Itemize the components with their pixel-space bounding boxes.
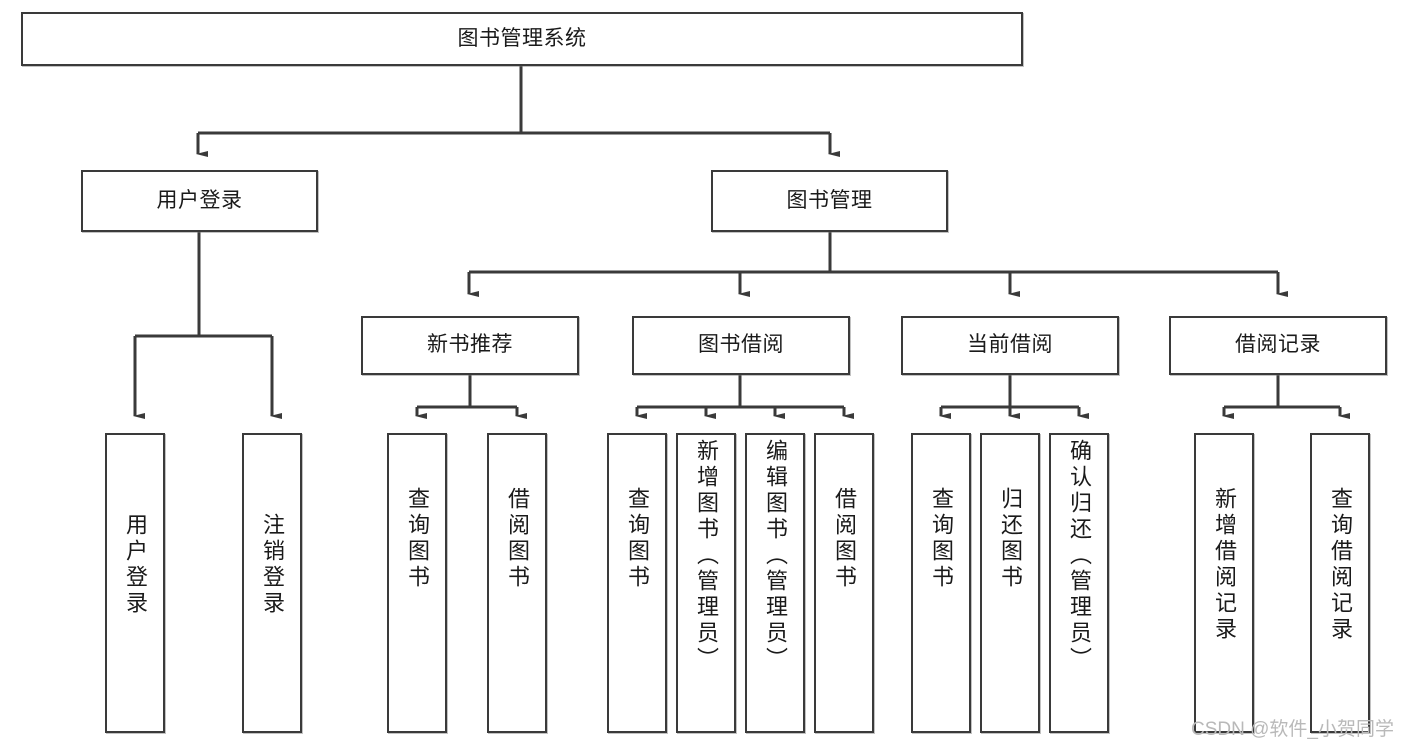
- node-label: 借阅图书: [832, 487, 857, 591]
- leaf-borrow-book-1[interactable]: 借阅图书: [487, 433, 547, 733]
- leaf-add-book[interactable]: 新增图书（管理员）: [676, 433, 736, 733]
- node-label: 借阅图书: [505, 487, 530, 591]
- node-label: 当前借阅: [967, 333, 1053, 357]
- leaf-logout-login[interactable]: 注销登录: [242, 433, 302, 733]
- node-label: 查询图书: [625, 487, 650, 591]
- node-label: 确认归还（管理员）: [1067, 439, 1092, 673]
- node-label: 归还图书: [998, 487, 1023, 591]
- leaf-query-book-2[interactable]: 查询图书: [607, 433, 667, 733]
- leaf-borrow-book-2[interactable]: 借阅图书: [814, 433, 874, 733]
- node-label: 图书借阅: [698, 333, 784, 357]
- node-label: 新增借阅记录: [1212, 487, 1237, 643]
- leaf-return-book[interactable]: 归还图书: [980, 433, 1040, 733]
- node-new-book-recommend[interactable]: 新书推荐: [361, 316, 579, 375]
- node-user-login[interactable]: 用户登录: [81, 170, 318, 232]
- leaf-confirm-return[interactable]: 确认归还（管理员）: [1049, 433, 1109, 733]
- leaf-edit-book[interactable]: 编辑图书（管理员）: [745, 433, 805, 733]
- node-label: 借阅记录: [1235, 333, 1321, 357]
- node-root-system[interactable]: 图书管理系统: [21, 12, 1023, 66]
- node-book-borrow[interactable]: 图书借阅: [632, 316, 850, 375]
- node-label: 图书管理: [786, 188, 873, 212]
- node-label: 新增图书（管理员）: [694, 439, 719, 673]
- leaf-user-login[interactable]: 用户登录: [105, 433, 165, 733]
- node-label: 用户登录: [123, 513, 148, 617]
- node-label: 查询图书: [929, 487, 954, 591]
- watermark: CSDN @软件_小贺同学: [1191, 719, 1394, 740]
- node-label: 用户登录: [156, 188, 243, 212]
- node-current-borrow[interactable]: 当前借阅: [901, 316, 1119, 375]
- node-label: 新书推荐: [427, 333, 513, 357]
- leaf-query-borrow-record[interactable]: 查询借阅记录: [1310, 433, 1370, 733]
- node-label: 查询借阅记录: [1328, 487, 1353, 643]
- node-borrow-record[interactable]: 借阅记录: [1169, 316, 1387, 375]
- node-label: 编辑图书（管理员）: [763, 439, 788, 673]
- leaf-add-borrow-record[interactable]: 新增借阅记录: [1194, 433, 1254, 733]
- leaf-query-book-3[interactable]: 查询图书: [911, 433, 971, 733]
- node-label: 图书管理系统: [457, 26, 587, 50]
- leaf-query-book-1[interactable]: 查询图书: [387, 433, 447, 733]
- node-label: 查询图书: [405, 487, 430, 591]
- node-label: 注销登录: [260, 513, 285, 617]
- node-book-manage[interactable]: 图书管理: [711, 170, 948, 232]
